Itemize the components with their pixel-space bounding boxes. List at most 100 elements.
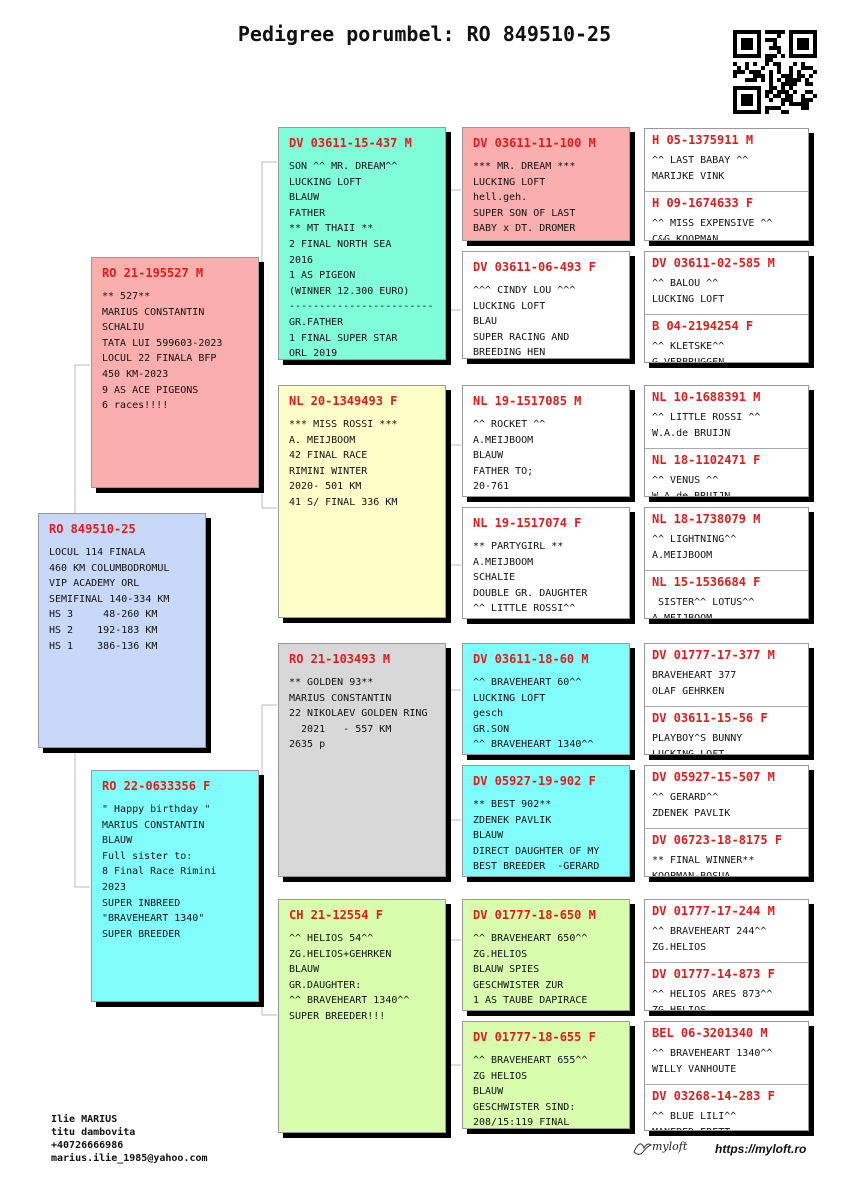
myloft-logo: myloft (652, 1140, 688, 1153)
pigeon-info-line: FATHER (289, 207, 326, 219)
pigeon-info-line: LUCKING LOFT (473, 692, 546, 704)
pigeon-info-line: *** MR. DREAM *** (473, 161, 576, 172)
pigeon-ring-number: NL 15-1536684 F (652, 575, 761, 589)
pigeon-info-line: A.MEIJBOOM (473, 556, 534, 568)
pigeon-info-line: GR.FATHER (289, 316, 344, 328)
pigeon-info-line: MARIUS CONSTANTIN (289, 692, 392, 704)
pigeon-info-line: ^^ BRAVEHEART 1340^^ (289, 995, 410, 1007)
pigeon-info-line: ZG.HELIOS (652, 942, 707, 953)
pigeon-info-line: GR.DAUGHTER: (289, 979, 362, 991)
pigeon-ring-number: DV 03611-11-100 M (473, 136, 596, 150)
pigeon-info-line: LOCUL 22 FINALA BFP (102, 353, 217, 365)
pigeon-info-line: ^^ LAST BABAY ^^ (652, 155, 749, 166)
pigeon-info-line: DIRECT DAUGHTER OF MY (473, 845, 600, 857)
pigeon-ring-number: NL 18-1102471 F (652, 453, 761, 467)
pigeon-info-line: ** 527** (102, 291, 151, 302)
myloft-bird-icon (633, 1143, 652, 1155)
pigeon-info-line: RIMINI WINTER (289, 465, 368, 477)
pigeon-info-line: BEST BREEDING SON (473, 875, 620, 876)
pigeon-info-line: ^^ BLUE LILI^^ (652, 1111, 737, 1122)
pigeon-ring-number: RO 21-195527 M (102, 266, 204, 280)
pigeon-info-line: C&G KOOPMAN (652, 234, 719, 241)
pigeon-info-line: ^^ HELIOS ARES 873^^ (652, 989, 773, 1000)
pigeon-info-line: *** MISS ROSSI *** (289, 419, 398, 430)
pigeon-info-line: MANFRED ERETT (652, 1125, 802, 1130)
pigeon-info-line: SUPER BREEDER (102, 928, 181, 940)
divider (645, 191, 808, 192)
pigeon-info-line: 2021 - 557 KM (289, 723, 392, 735)
pigeon-info-line: BRAVEHEART 377 (652, 670, 737, 681)
pigeon-info-line: (WINNER 12.300 EURO) (289, 285, 410, 297)
pigeon-ring-number: DV 03611-15-56 F (652, 711, 768, 725)
pigeon-card: NL 20-1349493 F*** MISS ROSSI ***A. MEIJ… (278, 385, 446, 618)
pigeon-info-line: gesch (473, 708, 504, 720)
pigeon-info-line: 9 AS ACE PIGEONS (102, 384, 199, 396)
pigeon-info-line: FATHER OF (473, 237, 620, 240)
pigeon-info-line: SUPER BREEDER!!! (289, 1010, 386, 1022)
divider (645, 570, 808, 571)
pigeon-info-line: ^^ BRAVEHEART 650^^ (473, 933, 588, 944)
pigeon-info-line: LUCKING LOFT (473, 176, 546, 188)
pigeon-info-line: 41 S/ FINAL 336 KM (289, 496, 398, 508)
divider (645, 706, 808, 707)
site-url[interactable]: https://myloft.ro (715, 1142, 807, 1156)
pigeon-info-line: ^^^ CINDY LOU ^^^ (473, 285, 576, 296)
pigeon-info-line: ^^ BRAVEHEART 655^^ (473, 1055, 588, 1066)
breeder-email[interactable]: marius.ilie_1985@yahoo.com (51, 1153, 208, 1164)
pigeon-info-line: SCHALIE (473, 572, 516, 584)
pigeon-info-line: 1 AS PIGEON (289, 270, 356, 282)
qr-code-icon (733, 30, 817, 114)
pigeon-info-line: BLAUW SPIES (473, 964, 540, 976)
pigeon-info-line: HS 2 192-183 KM (49, 624, 158, 636)
pigeon-ring-number: NL 10-1688391 M (652, 390, 761, 404)
pigeon-info-line: ^^ GERARD^^ (652, 792, 719, 803)
pigeon-info-line: BLAU (473, 316, 498, 328)
pigeon-info-line: A. MEIJBOOM (289, 434, 356, 446)
pigeon-info-line: LUCKING LOFT (473, 300, 546, 312)
pigeon-info-line: ** GOLDEN 93** (289, 677, 374, 688)
pigeon-info-line: TATA LUI 599603-2023 (102, 337, 223, 349)
pigeon-info-line: A.MEIJBOOM (652, 550, 713, 561)
pigeon-ring-number: DV 05927-15-507 M (652, 770, 775, 784)
pigeon-ring-number: RO 22-0633356 F (102, 779, 211, 793)
pigeon-ring-number: DV 01777-17-377 M (652, 648, 775, 662)
pigeon-info-line: hell.geh. (473, 192, 528, 204)
pigeon-ring-number: CH 21-12554 F (289, 908, 383, 922)
pigeon-info-line: MARIJKE VINK (652, 171, 725, 182)
ancestor-pair-card: BEL 06-3201340 M^^ BRAVEHEART 1340^^WILL… (644, 1021, 809, 1131)
pigeon-info-line: SUPER INBREED (102, 897, 181, 909)
pigeon-info-line: 208/15:119 FINAL (473, 1117, 570, 1129)
pigeon-info-line: SCHALIU (102, 322, 145, 334)
pigeon-info-line: W.A.de BRUIJN (652, 428, 731, 439)
pigeon-ring-number: NL 18-1738079 M (652, 512, 761, 526)
pigeon-info-line: HS 1 386-136 KM (49, 640, 158, 652)
pigeon-ring-number: DV 01777-17-244 M (652, 904, 775, 918)
pigeon-info-line: 8 Final Race Rimini (102, 866, 217, 878)
divider (645, 1084, 808, 1085)
pigeon-info-line: 22 NIKOLAEV GOLDEN RING (289, 708, 428, 720)
pigeon-info-line: PLAYBOY^S BUNNY (652, 733, 743, 744)
pigeon-info-line: ^^ BRAVEHEART 60^^ (473, 677, 582, 688)
pigeon-info-line: ZDENEK PAVLIK (473, 814, 552, 826)
ancestor-pair-card: DV 03611-02-585 M^^ BALOU ^^LUCKING LOFT… (644, 251, 809, 363)
ancestor-pair-card: NL 10-1688391 M^^ LITTLE ROSSI ^^W.A.de … (644, 385, 809, 497)
pigeon-ring-number: NL 19-1517085 M (473, 394, 582, 408)
pigeon-info-line: SISTER^^ LOTUS^^ (652, 597, 755, 608)
pigeon-info-line: ^^ MISS EXPENSIVE ^^ (652, 218, 773, 229)
pigeon-ring-number: DV 03611-06-493 F (473, 260, 596, 274)
pigeon-info-line: GR.SON (473, 723, 510, 735)
pigeon-info-line: 2 FINAL NORTH SEA (289, 238, 392, 250)
pigeon-card: CH 21-12554 F^^ HELIOS 54^^ZG.HELIOS+GEH… (278, 899, 446, 1133)
pigeon-info-line: ^^ LITTLE ROSSI^^ (473, 603, 576, 615)
pigeon-ring-number: DV 05927-19-902 F (473, 774, 596, 788)
page-title: Pedigree porumbel: RO 849510-25 (237, 22, 612, 46)
pigeon-ring-number: H 05-1375911 M (652, 133, 754, 147)
pigeon-info-line: BLAUW (473, 450, 504, 462)
pigeon-info-line: BEST BREEDER -GERARD (473, 861, 600, 873)
pigeon-info-line: ^^ VENUS ^^ (652, 475, 719, 486)
